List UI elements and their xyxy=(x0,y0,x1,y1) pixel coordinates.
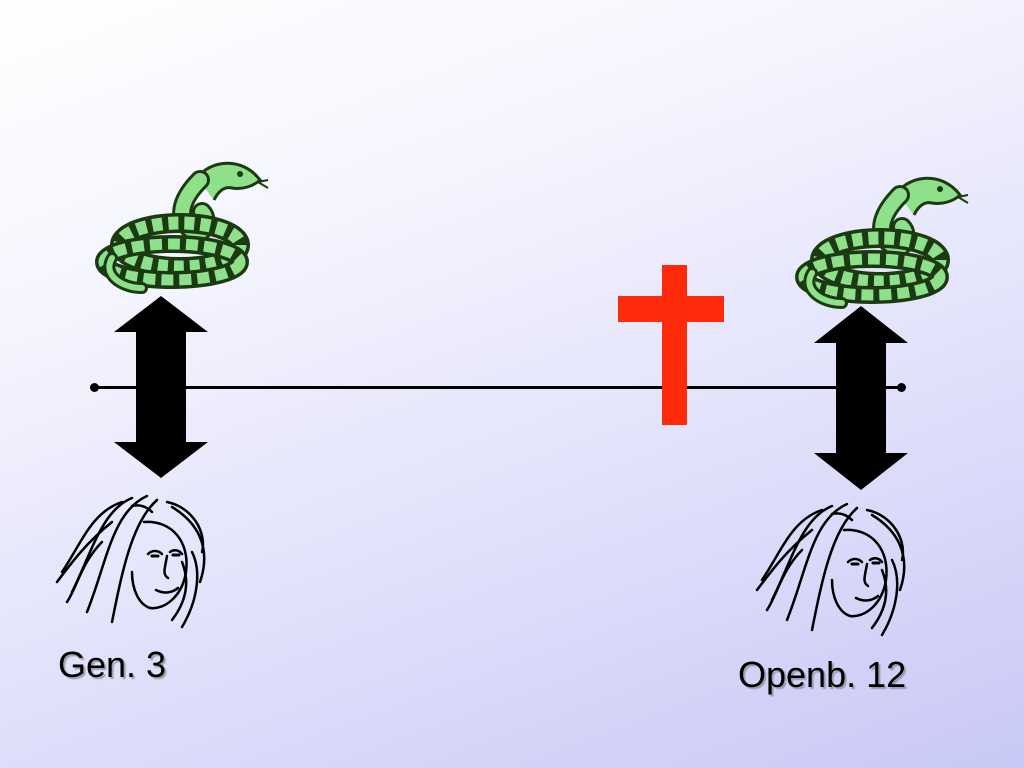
double-arrow-icon-left xyxy=(114,296,208,478)
label-gen-3: Gen. 3 xyxy=(58,644,167,685)
snake-icon-left xyxy=(95,161,269,294)
double-arrow-icon-right xyxy=(814,306,908,490)
woman-face-icon-right xyxy=(755,502,906,637)
timeline-end-dot xyxy=(897,383,906,392)
timeline-start-dot xyxy=(90,383,99,392)
label-openb-12: Openb. 12 xyxy=(738,654,907,695)
snake-icon-right xyxy=(795,176,969,309)
timeline-line xyxy=(94,385,902,389)
woman-face-icon-left xyxy=(55,494,206,629)
